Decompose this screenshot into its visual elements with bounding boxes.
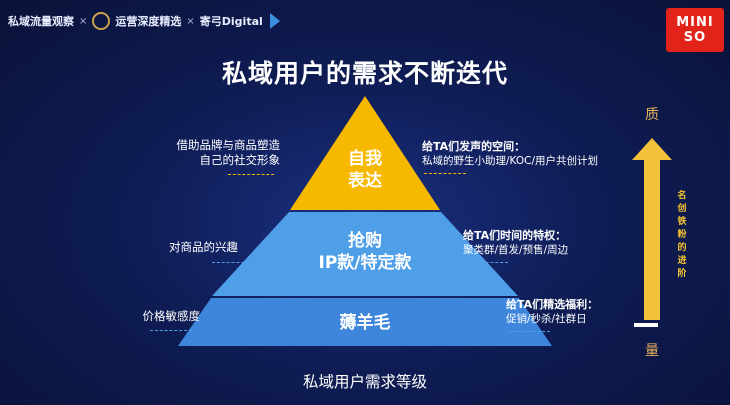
brand-name-3: 寄弓Digital bbox=[199, 15, 263, 28]
axis-end-cap bbox=[634, 323, 658, 327]
right-title-middle: 给TA们时间的特权： bbox=[463, 229, 567, 242]
tier-middle-line1: 抢购 bbox=[348, 231, 382, 251]
tier-bottom-line1: 薅羊毛 bbox=[339, 313, 391, 333]
brand-name-1: 私域流量观察 bbox=[8, 15, 74, 28]
tier-top-text: 自我 表达 bbox=[315, 148, 415, 192]
brand-separator: × bbox=[79, 15, 88, 27]
chevron-logo-icon bbox=[269, 13, 280, 29]
axis-bottom-label: 量 bbox=[645, 343, 659, 359]
axis-arrow-icon bbox=[632, 138, 672, 320]
axis-vertical-label: 名创铁粉的进阶 bbox=[677, 191, 687, 279]
left-label-top-line1: 借助品牌与商品塑造 bbox=[176, 138, 281, 152]
tier-bottom-text: 薅羊毛 bbox=[285, 312, 445, 334]
right-dash-middle bbox=[466, 262, 508, 263]
left-label-top-line2: 自己的社交形象 bbox=[199, 153, 281, 167]
right-desc-top: 私域的野生小助理/KOC/用户共创计划 bbox=[422, 155, 598, 167]
header-brands: 私域流量观察 × 运营深度精选 × 寄弓Digital bbox=[8, 8, 280, 34]
right-desc-bottom: 促销/秒杀/社群日 bbox=[506, 313, 587, 325]
pyramid-tier-bottom bbox=[178, 298, 552, 346]
right-desc-middle: 聚类群/首发/预售/周边 bbox=[463, 244, 569, 256]
left-dash-top bbox=[228, 174, 274, 175]
tier-top-line1: 自我 bbox=[348, 149, 382, 169]
brand-name-2: 运营深度精选 bbox=[115, 15, 182, 28]
brand-separator: × bbox=[186, 15, 195, 27]
miniso-logo: MINI SO bbox=[666, 8, 724, 52]
axis-top-label: 质 bbox=[645, 107, 659, 123]
logo-line1: MINI bbox=[676, 15, 714, 30]
left-label-middle: 对商品的兴趣 bbox=[80, 240, 238, 255]
right-title-bottom: 给TA们精选福利： bbox=[506, 298, 599, 311]
left-dash-bottom bbox=[150, 330, 192, 331]
pyramid-tier-top bbox=[290, 96, 440, 210]
right-dash-bottom bbox=[508, 331, 550, 332]
left-label-middle-line1: 对商品的兴趣 bbox=[169, 240, 238, 254]
tier-middle-text: 抢购 IP款/特定款 bbox=[285, 230, 445, 274]
left-label-top: 借助品牌与商品塑造 自己的社交形象 bbox=[120, 138, 281, 168]
pyramid-tier-middle bbox=[212, 212, 518, 296]
tier-middle-line2: IP款/特定款 bbox=[318, 253, 412, 273]
brand-circle-icon bbox=[92, 12, 111, 30]
left-label-bottom: 价格敏感度 bbox=[60, 309, 201, 324]
pyramid-caption: 私域用户需求等级 bbox=[302, 373, 427, 391]
tier-top-line2: 表达 bbox=[348, 171, 382, 191]
left-dash-middle bbox=[212, 262, 254, 263]
right-dash-top bbox=[424, 173, 466, 174]
page-title: 私域用户的需求不断迭代 bbox=[221, 59, 508, 88]
right-title-top: 给TA们发声的空间： bbox=[422, 140, 526, 153]
left-label-bottom-line1: 价格敏感度 bbox=[142, 309, 201, 323]
logo-line2: SO bbox=[683, 30, 707, 45]
